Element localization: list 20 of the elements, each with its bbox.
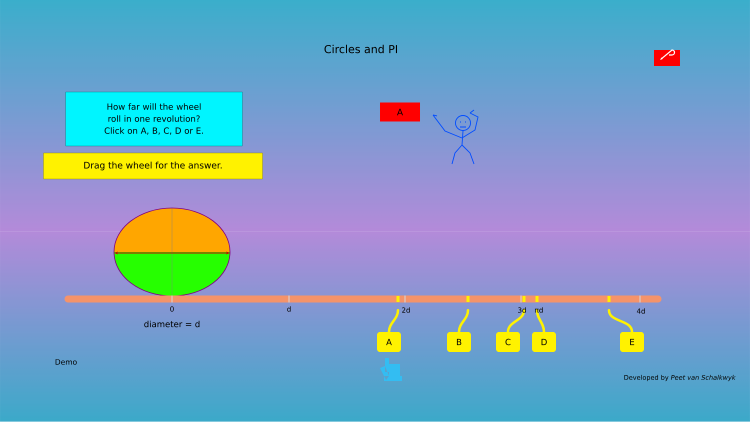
answer-button: E [620,332,644,352]
answer-mark [536,296,538,302]
answer-mark [522,296,526,302]
instruction-box: Drag the wheel for the answer. [43,152,263,180]
answer-mark [466,296,470,302]
leader-line [536,308,546,334]
answer-button: C [496,332,520,352]
caption-text: diameter = d [144,320,200,328]
title: Circles and PI [324,44,398,54]
leader-line [506,308,526,334]
leader-line [608,308,634,334]
answer-button: A [377,332,401,352]
answer-mark [608,296,610,302]
answer-display-box: A [380,102,420,122]
answer-mark [396,296,400,302]
leader-line [458,308,470,334]
answer-button: B [447,332,471,352]
question-box: How far will the wheel roll in one revolution? Click on A, B, C, D or E. [65,92,243,146]
leader-line [388,308,400,334]
answer-button: D [532,332,556,352]
